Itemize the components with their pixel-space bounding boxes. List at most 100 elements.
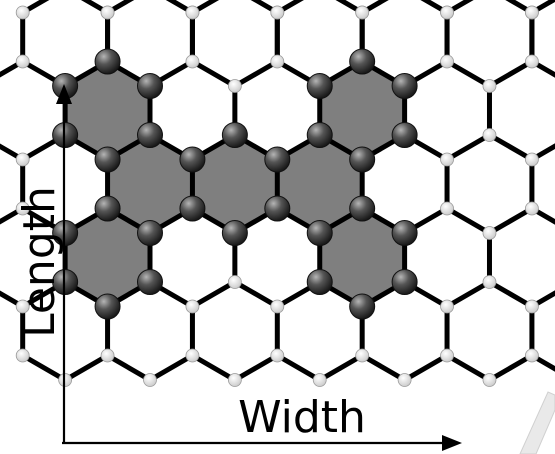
carbon-atom bbox=[391, 220, 418, 246]
carbon-atom bbox=[306, 122, 333, 148]
carbon-atom bbox=[349, 48, 376, 75]
bond bbox=[147, 353, 195, 383]
bond bbox=[165, 0, 195, 15]
hydrogen-atom bbox=[185, 348, 200, 363]
carbon-atom bbox=[306, 73, 333, 99]
bond bbox=[486, 279, 535, 309]
hydrogen-atom bbox=[185, 299, 200, 314]
bond bbox=[359, 353, 408, 383]
hydrogen-atom bbox=[355, 348, 370, 363]
bond bbox=[444, 279, 492, 309]
bond bbox=[20, 353, 68, 383]
highlighted-ring bbox=[319, 208, 405, 307]
carbon-atom bbox=[264, 146, 291, 173]
bond bbox=[105, 0, 135, 15]
carbon-atom bbox=[264, 195, 291, 222]
bond bbox=[274, 353, 323, 383]
bond bbox=[359, 0, 389, 15]
hydrogen-atom bbox=[270, 5, 285, 20]
hydrogen-atom bbox=[525, 54, 539, 69]
hydrogen-atom bbox=[482, 128, 497, 142]
hydrogen-atom bbox=[482, 79, 497, 93]
carbon-atom bbox=[221, 220, 248, 246]
hydrogen-atom bbox=[15, 299, 30, 314]
bond bbox=[317, 353, 365, 383]
bond bbox=[529, 353, 555, 372]
bond bbox=[232, 59, 280, 89]
hydrogen-atom bbox=[270, 299, 285, 314]
hydrogen-atom bbox=[15, 152, 30, 167]
carbon-atom bbox=[52, 122, 79, 148]
carbon-atom bbox=[52, 269, 79, 295]
hydrogen-atom bbox=[270, 348, 285, 363]
hydrogen-atom bbox=[525, 299, 539, 314]
carbon-atom bbox=[179, 146, 206, 173]
hydrogen-atom bbox=[440, 299, 454, 314]
bond bbox=[486, 59, 535, 89]
carbon-atom bbox=[349, 146, 376, 173]
hydrogen-atom bbox=[525, 348, 539, 363]
bond bbox=[250, 0, 280, 15]
hydrogen-atom bbox=[185, 5, 200, 20]
hydrogen-atom bbox=[58, 373, 73, 387]
length-axis-arrowhead bbox=[56, 84, 72, 104]
bond bbox=[0, 206, 26, 225]
carbon-atom bbox=[391, 73, 418, 99]
hydrogen-atom bbox=[143, 373, 157, 387]
hydrogen-atom bbox=[15, 201, 30, 216]
atoms bbox=[15, 5, 539, 387]
highlighted-rings bbox=[65, 61, 405, 307]
hydrogen-atom bbox=[440, 5, 454, 20]
carbon-atom bbox=[306, 269, 333, 295]
carbon-atom bbox=[94, 293, 121, 320]
hydrogen-atom bbox=[440, 54, 454, 69]
hydrogen-atom bbox=[185, 54, 200, 69]
bond bbox=[444, 353, 492, 383]
hydrogen-atom bbox=[312, 373, 327, 387]
bond bbox=[189, 353, 238, 383]
bond bbox=[444, 0, 474, 15]
highlighted-ring bbox=[65, 61, 150, 160]
hydrogen-atom bbox=[525, 152, 539, 167]
hydrogen-atom bbox=[440, 152, 454, 167]
carbon-atom bbox=[179, 195, 206, 222]
bond bbox=[62, 353, 111, 383]
bond bbox=[529, 290, 555, 309]
bond bbox=[189, 0, 220, 15]
carbon-atom bbox=[391, 122, 418, 148]
carbon-atom bbox=[391, 269, 418, 295]
hydrogen-atom bbox=[227, 79, 242, 93]
length-axis-label: Length bbox=[14, 186, 65, 338]
carbon-atom bbox=[137, 73, 163, 99]
bond bbox=[189, 279, 238, 309]
carbon-atom bbox=[94, 48, 121, 75]
hydrogen-atom bbox=[227, 373, 242, 387]
highlighted-ring bbox=[319, 61, 405, 160]
bond bbox=[420, 0, 450, 15]
pencil-mark-decoration bbox=[519, 391, 555, 454]
hydrogen-atom bbox=[440, 348, 454, 363]
bond bbox=[274, 0, 304, 15]
width-axis-label: Width bbox=[238, 392, 366, 443]
highlighted-ring bbox=[65, 208, 150, 307]
width-axis-arrowhead bbox=[442, 435, 462, 451]
bond bbox=[80, 0, 111, 15]
bond bbox=[232, 353, 280, 383]
bond bbox=[529, 206, 555, 225]
bond bbox=[486, 206, 535, 236]
bond bbox=[0, 143, 26, 162]
bond bbox=[444, 132, 492, 162]
carbon-atom bbox=[137, 220, 163, 246]
hydrogen-atom bbox=[227, 275, 242, 289]
bond bbox=[529, 59, 555, 78]
carbon-atom bbox=[221, 122, 248, 148]
carbon-atom bbox=[94, 195, 121, 222]
bond bbox=[505, 0, 535, 15]
hydrogen-atom bbox=[15, 5, 30, 20]
bond bbox=[189, 59, 238, 89]
hydrogen-atom bbox=[100, 5, 115, 20]
bond bbox=[20, 0, 50, 15]
carbon-atom bbox=[94, 146, 121, 173]
hydrogen-atom bbox=[355, 5, 370, 20]
hydrogen-atom bbox=[270, 54, 285, 69]
